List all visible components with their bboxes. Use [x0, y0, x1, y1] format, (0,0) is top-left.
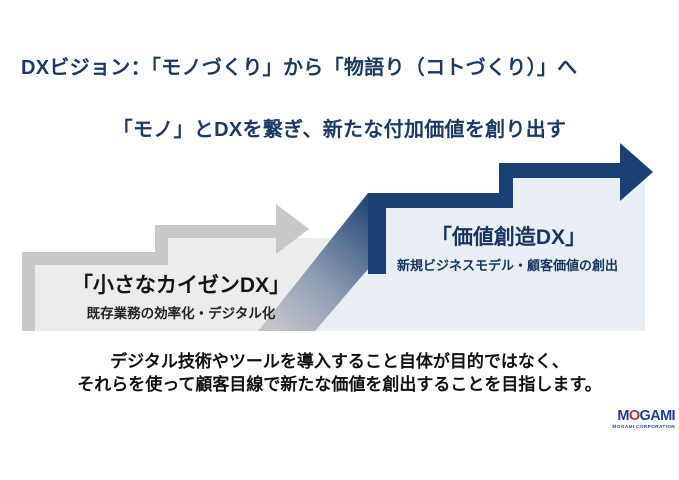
- slide-footer-message: デジタル技術やツールを導入すること自体が目的ではなく、 それらを使って顧客目線で…: [0, 350, 679, 396]
- slide-subtitle: 「モノ」とDXを繋ぎ、新たな付加価値を創り出す: [112, 119, 567, 141]
- company-logo: MOGAMI MOGAMI CORPORATION: [555, 408, 675, 431]
- value-creation-step-description: 新規ビジネスモデル・顧客価値の創出: [396, 258, 618, 273]
- footer-line-1: デジタル技術やツールを導入すること自体が目的ではなく、: [110, 352, 569, 371]
- blue-step-arrow-shape: [258, 143, 653, 331]
- company-logo-wordmark: MOGAMI: [617, 408, 675, 424]
- company-logo-subtext: MOGAMI CORPORATION: [612, 425, 675, 430]
- kaizen-step-label: 「小さなカイゼンDX」: [71, 274, 291, 297]
- gradient-slope-shape: [258, 193, 386, 331]
- slide-title: DXビジョン：「モノづくり」から「物語り（コトづくり）」へ: [21, 57, 578, 79]
- kaizen-step-description: 既存業務の効率化・デジタル化: [86, 306, 276, 321]
- value-creation-step-label: 「価値創造DX」: [430, 226, 587, 249]
- gray-arrowhead-icon: [276, 204, 309, 254]
- footer-line-2: それらを使って顧客目線で新たな価値を創出することを目指します。: [77, 375, 602, 394]
- gray-step-arrow-shape: [22, 204, 332, 331]
- blue-arrowhead-icon: [620, 143, 653, 201]
